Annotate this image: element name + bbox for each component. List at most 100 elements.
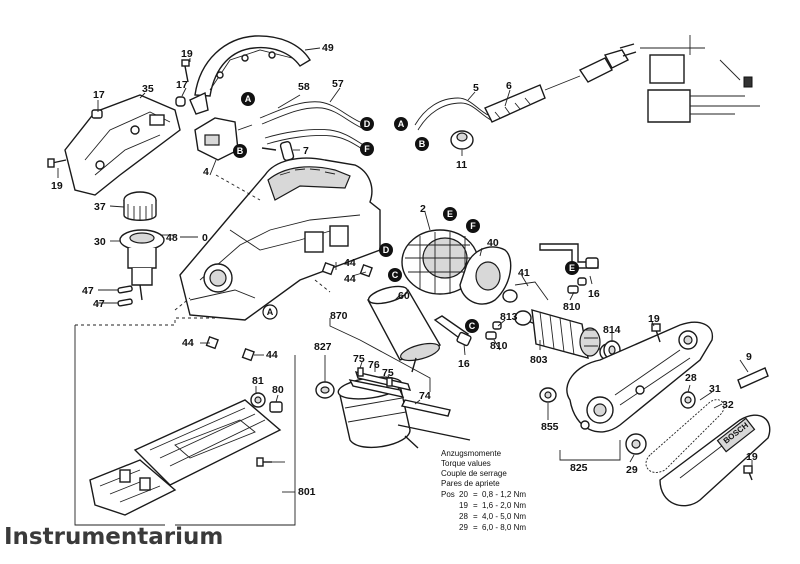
bracket-lower	[433, 315, 472, 347]
part-label: 16	[458, 358, 470, 370]
part-label: 31	[709, 383, 721, 395]
gear-housing-825	[566, 321, 714, 433]
svg-text:D: D	[383, 245, 390, 255]
part-label: 810	[490, 340, 508, 352]
torque-num: 29	[459, 523, 468, 532]
connector-badge-f: F	[466, 219, 480, 233]
brush-810	[485, 277, 587, 340]
part-label: 19	[51, 180, 63, 192]
connector-badge-b: B	[233, 144, 247, 158]
main-housing	[179, 157, 381, 321]
watermark-text: Instrumentarium	[4, 524, 224, 550]
torque-eq: =	[473, 523, 478, 532]
part-label: 81	[252, 375, 264, 387]
svg-text:F: F	[364, 144, 370, 154]
part-label: 32	[722, 399, 734, 411]
screws-75	[357, 367, 393, 387]
torque-table: Anzugsmomente Torque values Couple de se…	[441, 449, 526, 532]
part-label: 47	[82, 285, 94, 297]
part-label: 75	[382, 367, 394, 379]
svg-text:A: A	[398, 119, 405, 129]
part-label: 6	[506, 80, 512, 92]
part-label: 827	[314, 341, 332, 353]
svg-text:A: A	[267, 307, 274, 317]
svg-text:D: D	[364, 119, 371, 129]
part-label: 57	[332, 78, 344, 90]
part-label: 11	[456, 159, 467, 171]
torque-value: 4,0 - 5,0 Nm	[482, 512, 526, 521]
bracket-upper	[539, 243, 599, 269]
part-label: 76	[368, 359, 380, 371]
part-label: 17	[176, 79, 188, 91]
svg-text:B: B	[237, 146, 244, 156]
part-label: 825	[570, 462, 588, 474]
parts-80-81	[250, 392, 283, 413]
connector-badge-d: D	[379, 243, 393, 257]
torque-heading: Anzugsmomente	[441, 449, 502, 458]
connector-badge-a: A	[394, 117, 408, 131]
part-label: 810	[563, 301, 581, 313]
part-label: 19	[181, 48, 193, 60]
connector-badge-c: C	[465, 319, 479, 333]
torque-eq: =	[473, 501, 478, 510]
part-label: 2	[420, 203, 426, 215]
part-label: 44	[344, 257, 356, 269]
part-label: 75	[353, 353, 365, 365]
connector-badge-e: E	[443, 207, 457, 221]
part-label: 16	[588, 288, 600, 300]
torque-value: 6,0 - 8,0 Nm	[482, 523, 526, 532]
part-label: 47	[93, 298, 105, 310]
part-label: 855	[541, 421, 559, 433]
connector-badge-a: A	[241, 92, 255, 106]
torque-heading: Pares de apriete	[441, 479, 500, 488]
connector-badge-b: B	[415, 137, 429, 151]
screw-19-right	[651, 323, 753, 481]
svg-text:E: E	[447, 209, 453, 219]
part-label: 80	[272, 384, 284, 396]
part-label: 58	[298, 81, 310, 93]
stator	[401, 229, 479, 295]
depth-scale	[119, 229, 165, 301]
cord-grommet	[450, 130, 474, 150]
part-label: 0	[202, 232, 208, 244]
base-plate	[89, 399, 282, 516]
bearing-855	[539, 387, 557, 403]
svg-text:B: B	[419, 139, 426, 149]
connector-badge-f: F	[360, 142, 374, 156]
part-label: 74	[419, 390, 431, 402]
belt-cover: BOSCH	[659, 414, 771, 507]
part-label: 803	[530, 354, 548, 366]
part-label: 41	[518, 267, 530, 279]
screw-19-base	[256, 457, 272, 467]
leader-lines	[57, 47, 753, 526]
svg-text:F: F	[470, 221, 476, 231]
part-label: 28	[685, 372, 697, 384]
svg-text:C: C	[392, 270, 399, 280]
part-label: 29	[626, 464, 638, 476]
pins-47	[117, 285, 133, 307]
connector-badge-e: E	[565, 261, 579, 275]
part-label: 7	[303, 145, 309, 157]
torque-num: 20	[459, 490, 468, 499]
part-label: 801	[298, 486, 316, 498]
part-label: 30	[94, 236, 106, 248]
part-label: 813	[500, 311, 518, 323]
nuts-44	[205, 261, 373, 362]
connector-badge-c: C	[388, 268, 402, 282]
part-label: 48	[166, 232, 178, 244]
part-label: 870	[330, 310, 348, 322]
part-label: 44	[266, 349, 278, 361]
depth-knob	[123, 191, 157, 221]
pulley-28	[680, 391, 696, 409]
torque-value: 1,6 - 2,0 Nm	[482, 501, 526, 510]
torque-heading: Couple de serrage	[441, 469, 507, 478]
top-cover	[189, 35, 311, 115]
brush-spring	[502, 281, 549, 303]
wiring-detail-inset	[640, 35, 760, 123]
screws-top-left	[47, 59, 190, 168]
torque-num: 19	[459, 501, 468, 510]
armature	[514, 309, 617, 361]
torque-num: 28	[459, 512, 468, 521]
connector-badge-d: D	[360, 117, 374, 131]
